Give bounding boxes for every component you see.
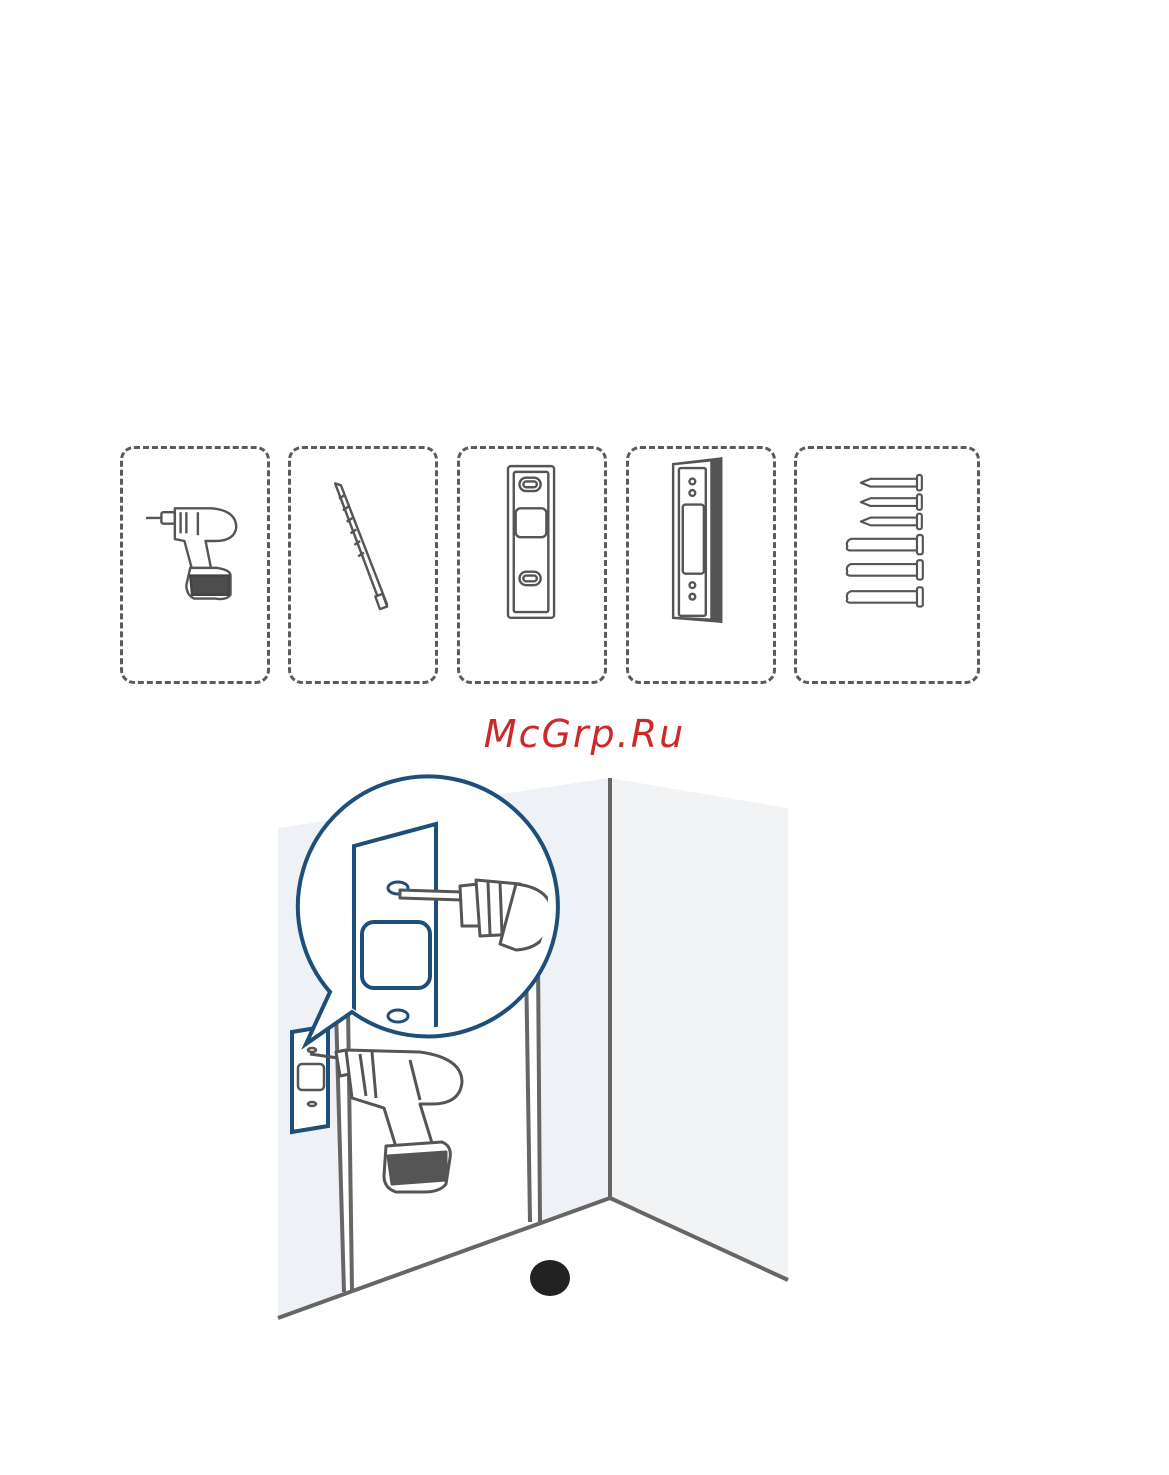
step-marker <box>530 1260 570 1296</box>
right-wall <box>610 778 788 1280</box>
